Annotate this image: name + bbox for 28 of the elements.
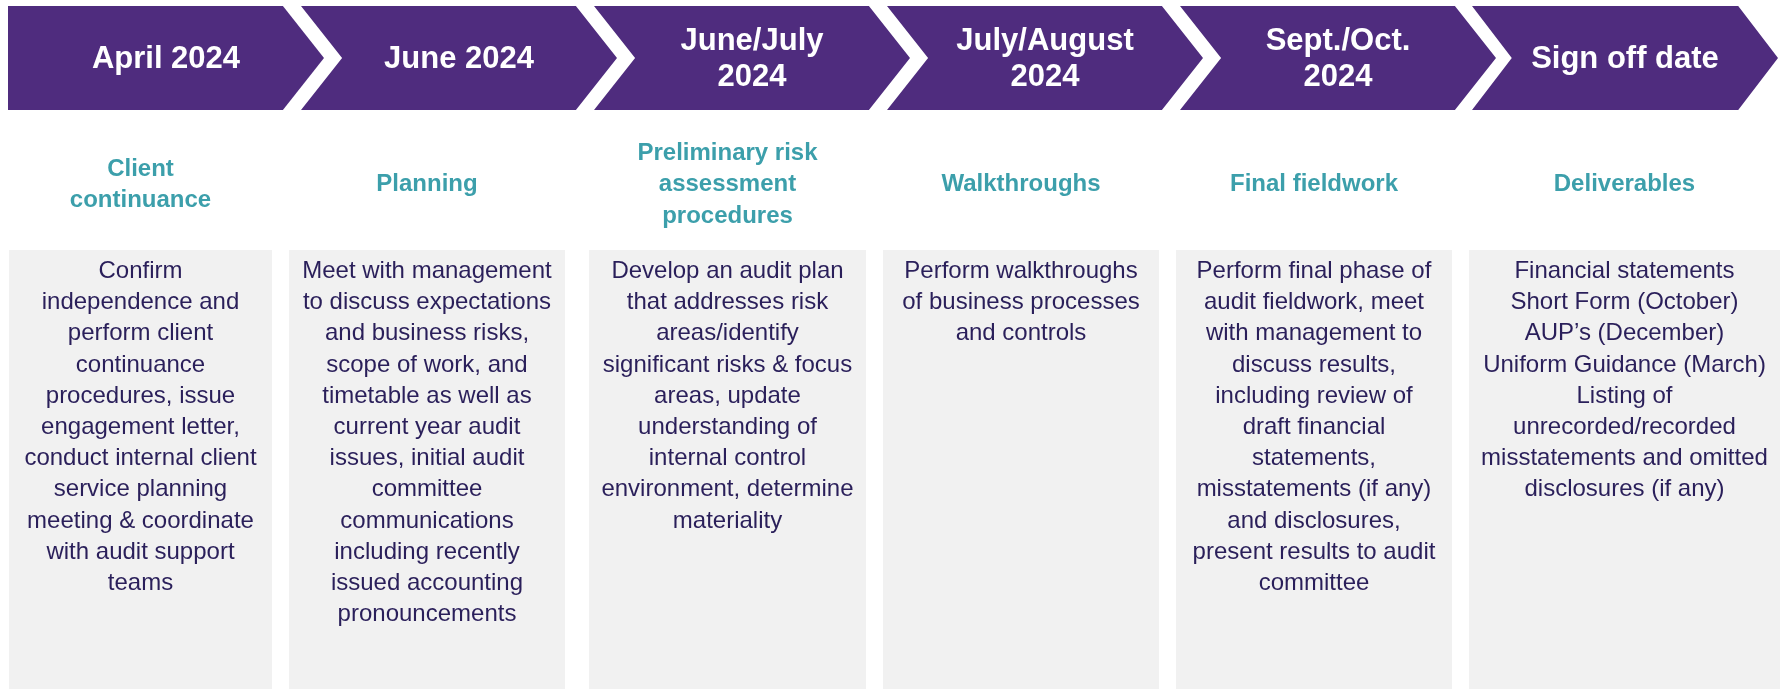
phase-description: Meet with management to discuss expectations and business risks, scope of work, and timetable as well as current year audit issues, initial audit committee communications including recently issued accounting pronouncements (301, 255, 553, 629)
date-banner (594, 6, 910, 110)
date-banner (8, 6, 324, 110)
date-label: June/July 2024 (679, 22, 825, 94)
date-banner (1472, 6, 1778, 110)
date-label: July/August 2024 (955, 22, 1135, 94)
deliverable-item: Financial statements (1514, 255, 1735, 285)
phase-heading: Planning (376, 168, 478, 199)
deliverable-item: Uniform Guidance (March) (1483, 348, 1766, 379)
phase-heading: Preliminary risk assessment procedures (636, 137, 819, 230)
date-label: Sign off date (1531, 40, 1719, 76)
date-label: June 2024 (384, 40, 534, 76)
phase-heading: Final fieldwork (1230, 168, 1398, 199)
date-banner (887, 6, 1203, 110)
deliverable-item: Short Form (October) (1510, 286, 1739, 317)
phase-description: Perform final phase of audit fieldwork, meet with management to discuss results, including review of draft financial statements, misstatements (if any) and disclosures, present results to audit committee (1191, 255, 1437, 597)
phase-heading: Walkthroughs (941, 168, 1101, 199)
deliverable-item: AUP’s (December) (1524, 317, 1725, 348)
phase-heading: Deliverables (1553, 168, 1696, 199)
deliverable-item: Listing of unrecorded/recorded misstatements and omitted disclosures (if any) (1481, 379, 1768, 504)
phase-description: Develop an audit plan that addresses risk areas/identify significant risks & focus areas, update understanding of internal control environment, determine materiality (601, 255, 854, 535)
phase-description: Confirm independence and perform client continuance procedures, issue engagement letter, conduct internal client service planning meeting & coordinate with audit support teams (23, 255, 258, 597)
date-label: April 2024 (91, 40, 241, 76)
phase-description: Perform walkthroughs of business processes and controls (901, 255, 1141, 348)
date-banner (301, 6, 617, 110)
phase-heading: Client continuance (68, 152, 213, 214)
date-banner (1180, 6, 1496, 110)
date-label: Sept./Oct. 2024 (1264, 22, 1412, 94)
